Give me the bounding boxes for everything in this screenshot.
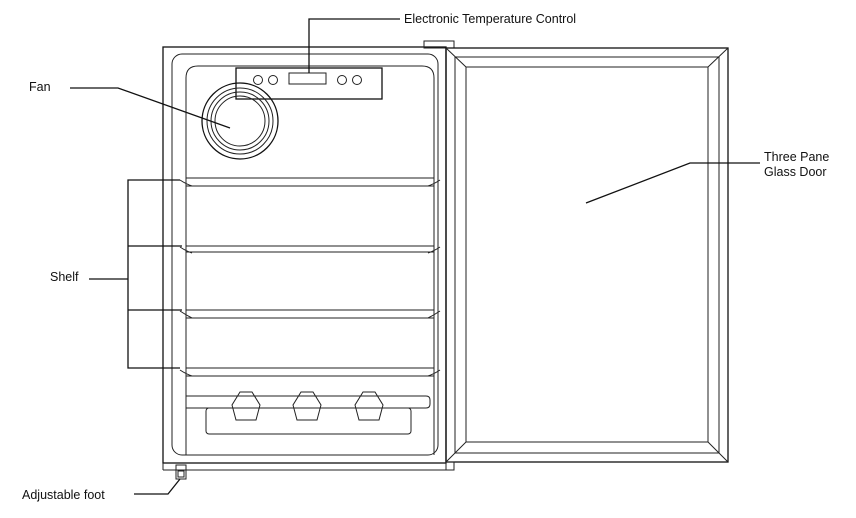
label-glass-door: Three Pane Glass Door: [764, 150, 829, 180]
label-adjustable-foot: Adjustable foot: [22, 488, 105, 502]
shelf-2: [179, 245, 441, 254]
leader-lines: [70, 18, 760, 495]
leader-control: [308, 18, 400, 73]
cabinet: [162, 40, 455, 471]
shelf-4: [179, 367, 441, 377]
leader-door: [585, 162, 760, 204]
leader-foot: [134, 478, 181, 495]
label-shelf: Shelf: [50, 270, 79, 284]
adjustable-foot: [175, 464, 187, 480]
label-temperature-control: Electronic Temperature Control: [404, 12, 577, 26]
shelves: [179, 177, 441, 377]
label-glass-door-line1: Three Pane: [764, 150, 830, 164]
shelf-3: [179, 309, 441, 319]
shelf-1: [179, 177, 441, 187]
glass-door: [445, 47, 729, 471]
label-glass-door-line2: Glass Door: [764, 165, 827, 179]
label-fan: Fan: [29, 80, 51, 94]
fan: [201, 82, 279, 160]
bottom-tray: [186, 391, 431, 435]
shelf-bracket: [127, 179, 180, 369]
leader-fan: [70, 87, 231, 129]
